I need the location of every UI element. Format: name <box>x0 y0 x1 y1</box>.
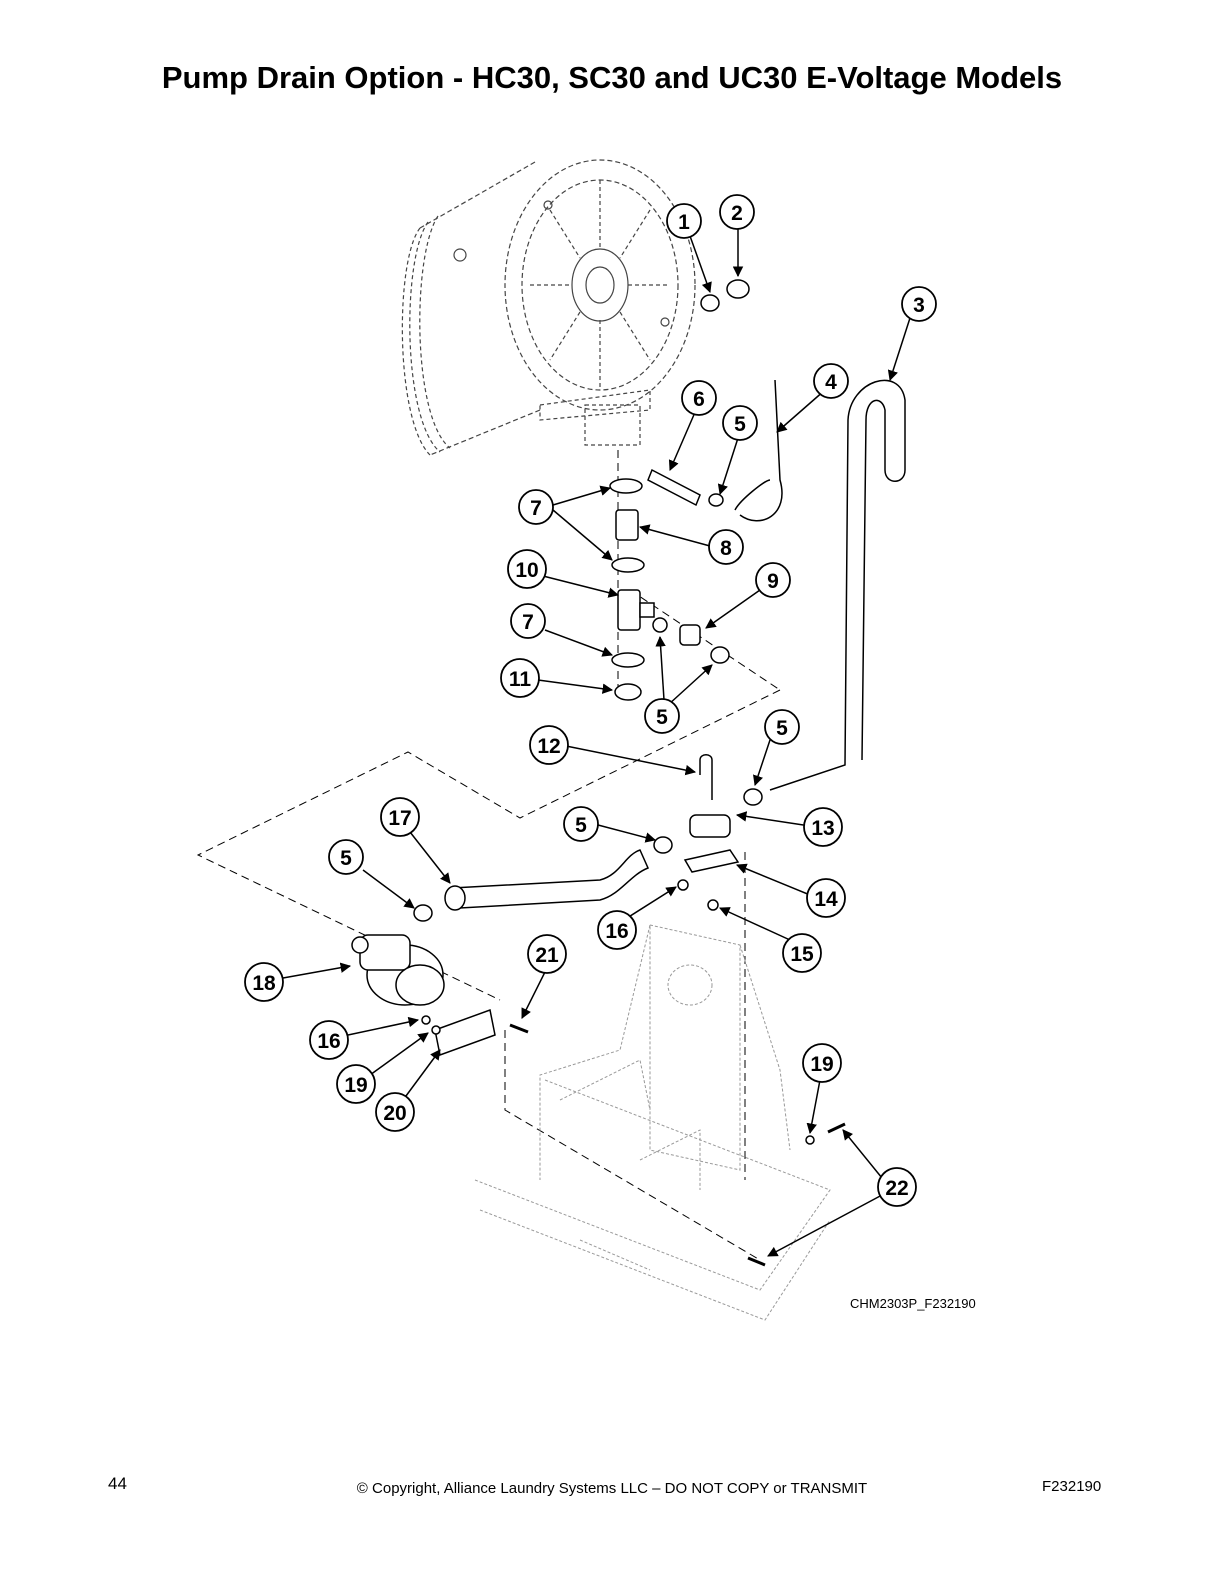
callout-6: 6 <box>681 380 717 416</box>
drain-hose-part-3 <box>769 379 906 791</box>
svg-text:9: 9 <box>767 570 779 593</box>
svg-text:7: 7 <box>530 497 542 520</box>
clamp-part-7a <box>609 478 643 494</box>
clamp-part-7c <box>611 652 645 668</box>
callout-5b: 5 <box>644 698 680 734</box>
svg-text:14: 14 <box>814 888 838 911</box>
nut-part-16 <box>677 879 689 891</box>
callout-16a: 16 <box>597 910 637 950</box>
svg-text:19: 19 <box>810 1053 833 1076</box>
svg-text:4: 4 <box>825 371 837 394</box>
svg-text:17: 17 <box>388 807 411 830</box>
coupling-part-13 <box>689 814 731 838</box>
svg-text:15: 15 <box>790 943 814 966</box>
clamp-part-5 <box>708 493 724 507</box>
screw-part-21 <box>509 1023 529 1034</box>
svg-text:11: 11 <box>509 668 532 691</box>
svg-text:5: 5 <box>575 814 587 837</box>
nut-part-15 <box>707 899 719 911</box>
callout-19a: 19 <box>336 1064 376 1104</box>
clamp-part-7b <box>611 557 645 573</box>
sleeve-part-8 <box>615 509 639 541</box>
svg-text:8: 8 <box>720 537 732 560</box>
callout-14: 14 <box>806 878 846 918</box>
hose-part-17 <box>450 849 650 909</box>
svg-text:5: 5 <box>340 847 352 870</box>
svg-text:18: 18 <box>252 972 276 995</box>
callout-16b: 16 <box>309 1020 349 1060</box>
svg-text:16: 16 <box>317 1030 340 1053</box>
svg-text:5: 5 <box>656 706 668 729</box>
clamp-part-1 <box>700 294 720 312</box>
callout-bubbles: 1 2 3 4 5 5 5 5 5 6 7 7 8 9 10 11 12 13 … <box>244 194 937 1207</box>
callout-2: 2 <box>719 194 755 230</box>
callout-5d: 5 <box>563 806 599 842</box>
bracket-part-20 <box>434 1008 496 1057</box>
figure-code: CHM2303P_F232190 <box>850 1296 976 1311</box>
svg-text:2: 2 <box>731 202 743 225</box>
callout-13: 13 <box>803 807 843 847</box>
svg-text:22: 22 <box>885 1177 908 1200</box>
callout-5e: 5 <box>328 839 364 875</box>
tee-part-10 <box>617 589 641 631</box>
callout-5a: 5 <box>722 405 758 441</box>
ring-part-11 <box>614 683 642 701</box>
callout-20: 20 <box>375 1092 415 1132</box>
pump-part-18 <box>351 934 445 1006</box>
callout-10: 10 <box>507 549 547 589</box>
svg-text:3: 3 <box>913 294 925 317</box>
callout-1: 1 <box>666 203 702 239</box>
callout-3: 3 <box>901 286 937 322</box>
callout-9: 9 <box>755 562 791 598</box>
u-bolt-part-12 <box>699 754 713 800</box>
svg-text:1: 1 <box>678 211 690 234</box>
document-code: F232190 <box>1042 1478 1102 1495</box>
tub-drum <box>401 159 696 456</box>
callout-11: 11 <box>500 658 540 698</box>
bracket-part-14 <box>683 849 740 873</box>
svg-text:21: 21 <box>535 944 559 967</box>
svg-text:6: 6 <box>693 388 705 411</box>
copyright-notice: © Copyright, Alliance Laundry Systems LL… <box>356 1480 868 1497</box>
svg-text:10: 10 <box>515 559 538 582</box>
callout-18: 18 <box>244 962 284 1002</box>
svg-text:12: 12 <box>537 735 560 758</box>
callout-5c: 5 <box>764 709 800 745</box>
page-number: 44 <box>108 1474 127 1493</box>
callout-15: 15 <box>782 933 822 973</box>
dashed-guide-lines <box>196 450 781 1261</box>
svg-text:13: 13 <box>811 817 834 840</box>
callout-4: 4 <box>813 363 849 399</box>
leader-lines <box>282 228 911 1257</box>
svg-text:7: 7 <box>522 611 534 634</box>
callout-19b: 19 <box>802 1043 842 1083</box>
callout-7a: 7 <box>518 489 554 525</box>
cap-part-2 <box>726 279 750 299</box>
svg-text:16: 16 <box>605 920 628 943</box>
callout-7b: 7 <box>510 603 546 639</box>
callout-22: 22 <box>877 1167 917 1207</box>
callout-21: 21 <box>527 934 567 974</box>
svg-text:5: 5 <box>776 717 788 740</box>
svg-text:19: 19 <box>344 1074 367 1097</box>
svg-text:20: 20 <box>383 1102 406 1125</box>
callout-8: 8 <box>708 529 744 565</box>
base-frame <box>474 924 831 1321</box>
tube-part-6 <box>647 468 701 507</box>
callout-12: 12 <box>529 725 569 765</box>
callout-17: 17 <box>380 797 420 837</box>
fitting-part-9 <box>679 624 701 646</box>
page-title: Pump Drain Option - HC30, SC30 and UC30 … <box>161 60 1063 95</box>
tube-part-4 <box>739 379 783 522</box>
parts <box>351 279 906 1267</box>
svg-text:5: 5 <box>734 413 746 436</box>
